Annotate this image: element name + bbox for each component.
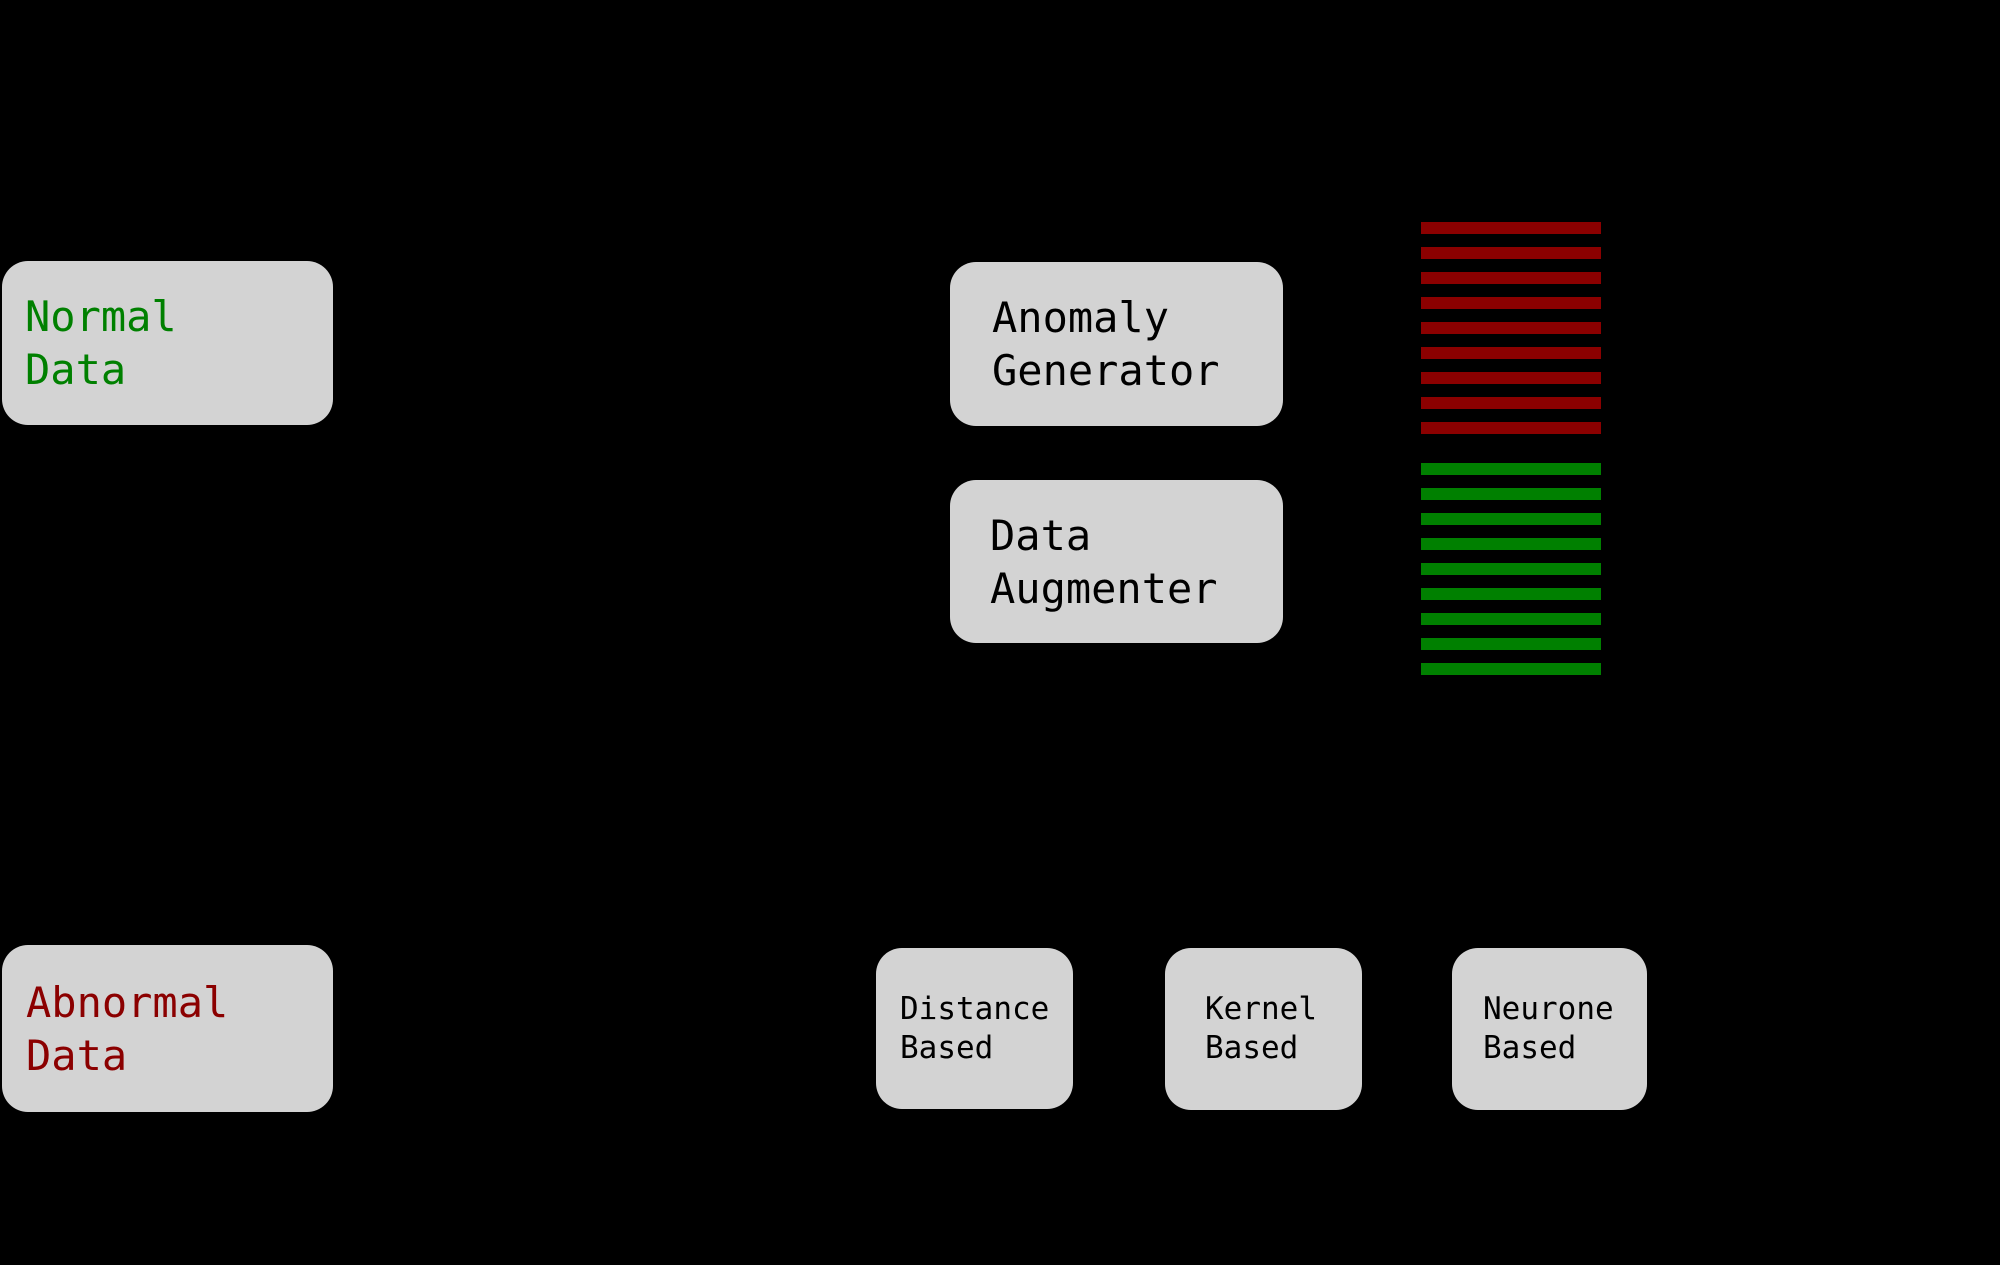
augmented-data-stripe bbox=[1421, 638, 1601, 650]
augmented-data-stripe-stack bbox=[1421, 463, 1601, 675]
augmented-data-stripe bbox=[1421, 588, 1601, 600]
abnormal-data-label-line1: Abnormal bbox=[26, 977, 229, 1027]
anomalous-data-stripe bbox=[1421, 247, 1601, 259]
normal-data-label-line2: Data bbox=[25, 345, 127, 394]
augmented-data-stripe bbox=[1421, 538, 1601, 550]
anomalous-data-stripe bbox=[1421, 397, 1601, 409]
anomalous-data-stripe-stack bbox=[1421, 222, 1601, 434]
kernel-based-box: Kernel Based bbox=[1165, 948, 1362, 1110]
neurone-based-label-line1: Neurone bbox=[1483, 991, 1614, 1027]
augmented-data-stripe bbox=[1421, 513, 1601, 525]
data-augmenter-label-line2: Augmenter bbox=[990, 563, 1218, 613]
distance-based-label-line2: Based bbox=[900, 1029, 994, 1066]
augmented-data-stripe bbox=[1421, 563, 1601, 575]
distance-based-label-line1: Distance bbox=[900, 990, 1050, 1027]
kernel-based-label-line1: Kernel bbox=[1205, 991, 1317, 1027]
normal-data-box: Normal Data bbox=[2, 261, 333, 425]
anomalous-data-stripe bbox=[1421, 222, 1601, 234]
anomalous-data-stripe bbox=[1421, 322, 1601, 334]
anomalous-data-stripe bbox=[1421, 272, 1601, 284]
anomalous-data-stripe bbox=[1421, 297, 1601, 309]
anomaly-generator-box: Anomaly Generator bbox=[950, 262, 1283, 426]
augmented-data-stripe bbox=[1421, 463, 1601, 475]
augmented-data-stripe bbox=[1421, 613, 1601, 625]
neurone-based-box: Neurone Based bbox=[1452, 948, 1647, 1110]
data-augmenter-box: Data Augmenter bbox=[950, 480, 1283, 643]
kernel-based-label-line2: Based bbox=[1205, 1030, 1299, 1066]
distance-based-box: Distance Based bbox=[876, 948, 1073, 1109]
abnormal-data-label-line2: Data bbox=[26, 1030, 128, 1080]
anomaly-generator-label-line1: Anomaly bbox=[992, 293, 1170, 342]
augmented-data-stripe bbox=[1421, 488, 1601, 500]
abnormal-data-box: Abnormal Data bbox=[2, 945, 333, 1112]
data-augmenter-label-line1: Data bbox=[990, 510, 1092, 560]
anomalous-data-stripe bbox=[1421, 372, 1601, 384]
anomalous-data-stripe bbox=[1421, 422, 1601, 434]
augmented-data-stripe bbox=[1421, 663, 1601, 675]
anomalous-data-stripe bbox=[1421, 347, 1601, 359]
normal-data-label-line1: Normal bbox=[25, 292, 177, 341]
anomaly-generator-label-line2: Generator bbox=[992, 346, 1220, 395]
neurone-based-label-line2: Based bbox=[1483, 1030, 1577, 1066]
